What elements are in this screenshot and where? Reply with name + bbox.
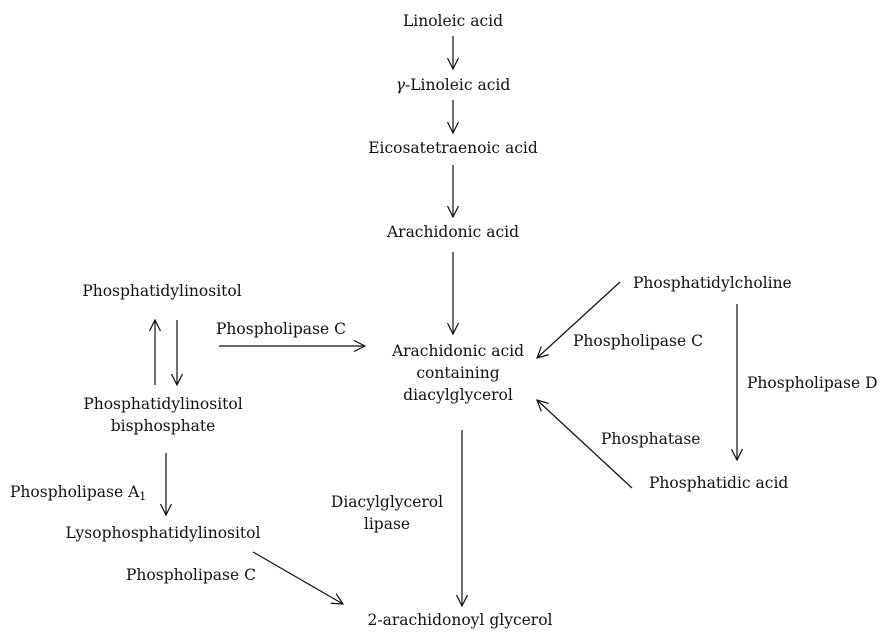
gamma-linoleic-text: -Linoleic acid bbox=[404, 76, 511, 94]
node-2-arachidonoyl-glycerol: 2-arachidonoyl glycerol bbox=[367, 611, 553, 629]
enzyme-phospholipase-c-left: Phospholipase C bbox=[216, 320, 346, 338]
arrow-pc-to-dag bbox=[537, 281, 621, 358]
node-arachidonic-acid: Arachidonic acid bbox=[386, 223, 520, 241]
enzyme-phospholipase-c-bottom: Phospholipase C bbox=[126, 566, 256, 584]
arrow-pa-to-dag bbox=[537, 400, 633, 489]
node-phosphatidic-acid: Phosphatidic acid bbox=[649, 474, 789, 492]
node-phosphatidylinositol: Phosphatidylinositol bbox=[82, 282, 242, 300]
enzyme-diacylglycerol-lipase: Diacylglycerol lipase bbox=[317, 491, 457, 535]
enzyme-dagl-line2: lipase bbox=[363, 515, 411, 533]
enzyme-pla1-subscript: 1 bbox=[139, 490, 147, 503]
enzyme-phospholipase-a1: Phospholipase A1 bbox=[10, 481, 146, 503]
enzyme-pla1-text: Phospholipase A bbox=[10, 483, 140, 501]
node-eicosatetraenoic-acid: Eicosatetraenoic acid bbox=[368, 139, 538, 157]
node-lysophosphatidylinositol: Lysophosphatidylinositol bbox=[65, 524, 261, 542]
enzyme-phospholipase-c-right: Phospholipase C bbox=[573, 332, 703, 350]
node-dag-line2: containing bbox=[416, 364, 500, 382]
node-arachidonic-acid-dag: Arachidonic acid containing diacylglycer… bbox=[358, 340, 558, 406]
node-phosphatidylinositol-bisphosphate: Phosphatidylinositol bisphosphate bbox=[63, 393, 263, 437]
node-dag-line1: Arachidonic acid bbox=[391, 342, 525, 360]
node-linoleic-acid: Linoleic acid bbox=[402, 12, 504, 30]
enzyme-phosphatase: Phosphatase bbox=[601, 430, 701, 448]
node-pip-line1: Phosphatidylinositol bbox=[83, 395, 243, 413]
arrow-lysopi-to-2ag bbox=[252, 551, 343, 604]
enzyme-phospholipase-d: Phospholipase D bbox=[747, 374, 878, 392]
node-pip-line2: bisphosphate bbox=[110, 417, 216, 435]
node-phosphatidylcholine: Phosphatidylcholine bbox=[633, 274, 792, 292]
gamma-symbol: γ bbox=[395, 76, 405, 94]
node-dag-line3: diacylglycerol bbox=[403, 386, 513, 404]
enzyme-dagl-line1: Diacylglycerol bbox=[330, 493, 444, 511]
node-gamma-linoleic-acid: γ-Linoleic acid bbox=[396, 74, 511, 96]
